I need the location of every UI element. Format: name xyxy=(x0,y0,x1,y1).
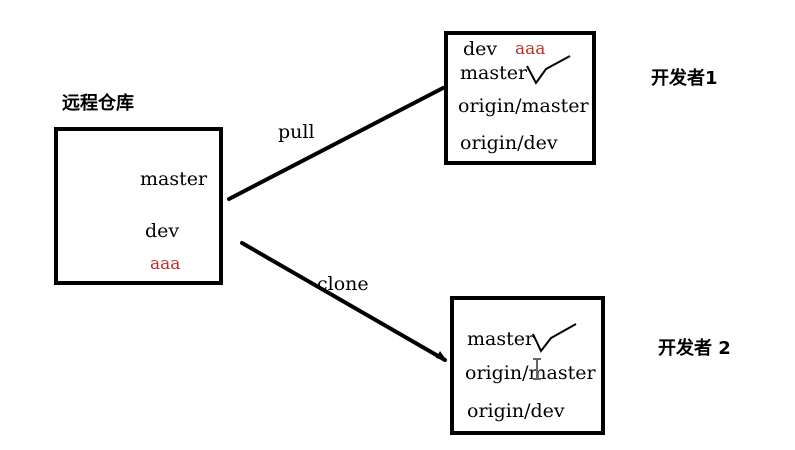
pull-line xyxy=(227,86,445,201)
developer2-origin-master: origin/master xyxy=(465,362,596,384)
clone-label: clone xyxy=(317,273,369,295)
developer2-title: 开发者 2 xyxy=(658,338,731,359)
developer1-origin-master: origin/master xyxy=(458,95,589,117)
developer1-dev: dev xyxy=(463,38,498,60)
developer2-box xyxy=(450,296,605,435)
developer1-dev-note: aaa xyxy=(515,39,546,59)
remote-repo-box xyxy=(54,127,223,285)
check-mark-icon xyxy=(532,323,577,353)
remote-repo-title: 远程仓库 xyxy=(62,93,134,114)
check-mark-icon xyxy=(526,55,571,85)
clone-line xyxy=(240,241,447,362)
developer2-master: master xyxy=(467,328,535,350)
text-cursor-icon xyxy=(533,358,541,380)
pull-label: pull xyxy=(278,121,315,143)
developer1-box xyxy=(444,31,596,165)
developer1-master: master xyxy=(460,62,528,84)
remote-dev-note: aaa xyxy=(150,254,181,274)
developer2-origin-dev: origin/dev xyxy=(467,400,565,422)
developer1-origin-dev: origin/dev xyxy=(460,132,558,154)
clone-arrow-head xyxy=(436,351,447,361)
remote-branch-master: master xyxy=(140,168,208,190)
remote-branch-dev: dev xyxy=(145,220,180,242)
developer1-title: 开发者1 xyxy=(651,68,718,89)
